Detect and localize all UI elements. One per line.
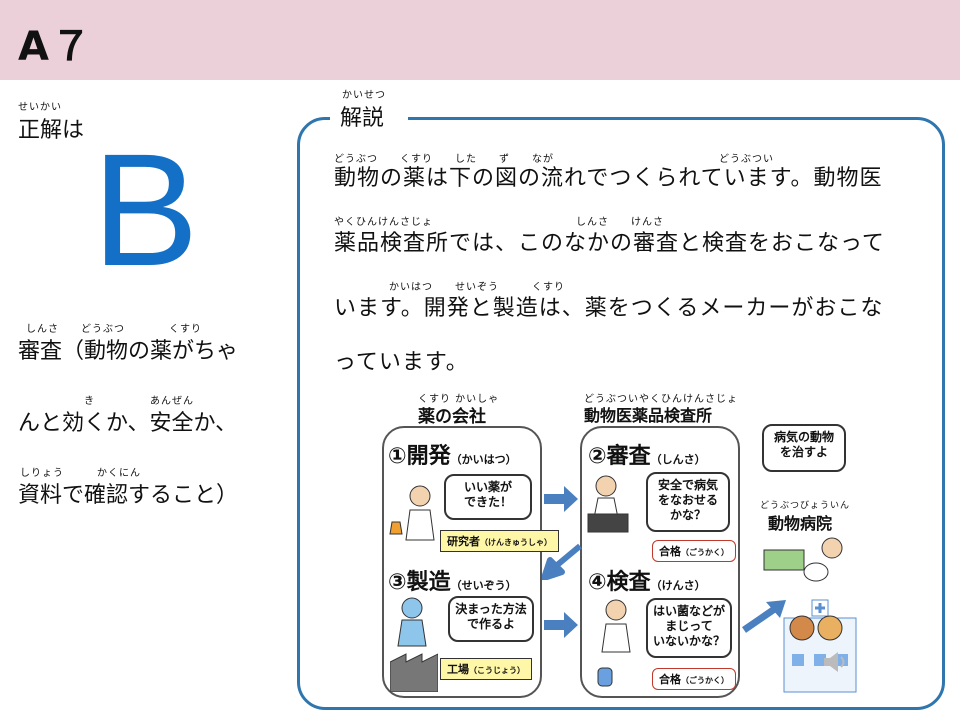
answer-line: 審査（動物の薬がちゃ (18, 339, 239, 364)
explanation-ruby: かいはつ せいぞう くすり (334, 282, 565, 293)
speech-bubble: いい薬が できた！ (444, 474, 532, 520)
inspector-illustration (597, 599, 631, 687)
arrow-down-left-icon (542, 543, 582, 580)
company-heading: 薬の会社 (418, 407, 486, 427)
arrow-up-right-icon (742, 600, 786, 633)
hospital-building-illustration (783, 599, 857, 693)
arrow-right-icon (544, 486, 578, 512)
vet-illustration (763, 537, 843, 582)
answer-label: 正解は (18, 118, 85, 143)
answer-label-ruby: せいかい (18, 102, 62, 113)
answer-line: んと効くか、安全か、 (18, 411, 238, 436)
explanation-ruby: やくひんけんさじょ しんさ けんさ (334, 217, 664, 228)
company-ruby: くすり かいしゃ (418, 394, 500, 405)
pass-stamp: 合格（ごうかく） (652, 540, 736, 562)
step-inspect: ④検査（けんさ） (588, 570, 706, 595)
step-develop: ①開発（かいはつ） (388, 444, 517, 469)
answer-line-ruby: き あんぜん (84, 396, 194, 407)
step-manufacture: ③製造（せいぞう） (388, 570, 517, 595)
answer-letter: B (92, 120, 199, 299)
answer-line: 資料で確認すること） (18, 483, 239, 508)
process-diagram: くすり かいしゃ 薬の会社 どうぶついやくひんけんさじょ 動物医薬品検査所 ①開… (378, 390, 878, 702)
answer-line-ruby: しんさ どうぶつ くすり (26, 324, 202, 335)
reviewer-illustration (587, 475, 629, 533)
role-tag: 研究者（けんきゅうしゃ） (440, 530, 559, 552)
institute-heading: 動物医薬品検査所 (584, 406, 713, 425)
explanation-label-ruby: かいせつ (342, 90, 386, 101)
role-tag: 工場（こうじょう） (440, 658, 532, 680)
explanation-line: 薬品検査所では、このなかの審査と検査をおこなって (334, 231, 885, 256)
explanation-line: 動物の薬は下の図の流れでつくられています。動物医 (334, 166, 883, 191)
speech-bubble: 安全で病気 をなおせる かな？ (646, 472, 730, 532)
researcher-illustration (389, 485, 435, 541)
explanation-label: 解説 (340, 106, 385, 131)
institute-ruby: どうぶついやくひんけんさじょ (584, 394, 738, 405)
explanation-line: います。開発と製造は、薬をつくるメーカーがおこな (334, 296, 884, 321)
speaker-icon[interactable] (822, 650, 848, 674)
hospital-ruby: どうぶつびょういん (760, 501, 851, 511)
speech-bubble: 決まった方法 で作るよ (448, 596, 534, 642)
step-review: ②審査（しんさ） (588, 444, 706, 469)
hospital-heading: 動物病院 (768, 514, 833, 533)
arrow-right-icon (544, 612, 578, 638)
speech-bubble: はい菌などが まじって いないかな？ (646, 598, 732, 658)
pass-stamp: 合格（ごうかく） (652, 668, 736, 690)
hospital-speech-bubble: 病気の動物 を治すよ (762, 424, 846, 472)
header-bar: A７ (0, 0, 960, 80)
company-box (382, 426, 542, 698)
factory-illustration (390, 597, 438, 692)
explanation-panel (297, 117, 945, 710)
explanation-line: っています。 (334, 350, 469, 375)
question-title: A７ (18, 24, 93, 70)
explanation-ruby: どうぶつ くすり した ず なが どうぶつい (334, 154, 774, 165)
answer-line-ruby: しりょう かくにん (20, 468, 141, 479)
